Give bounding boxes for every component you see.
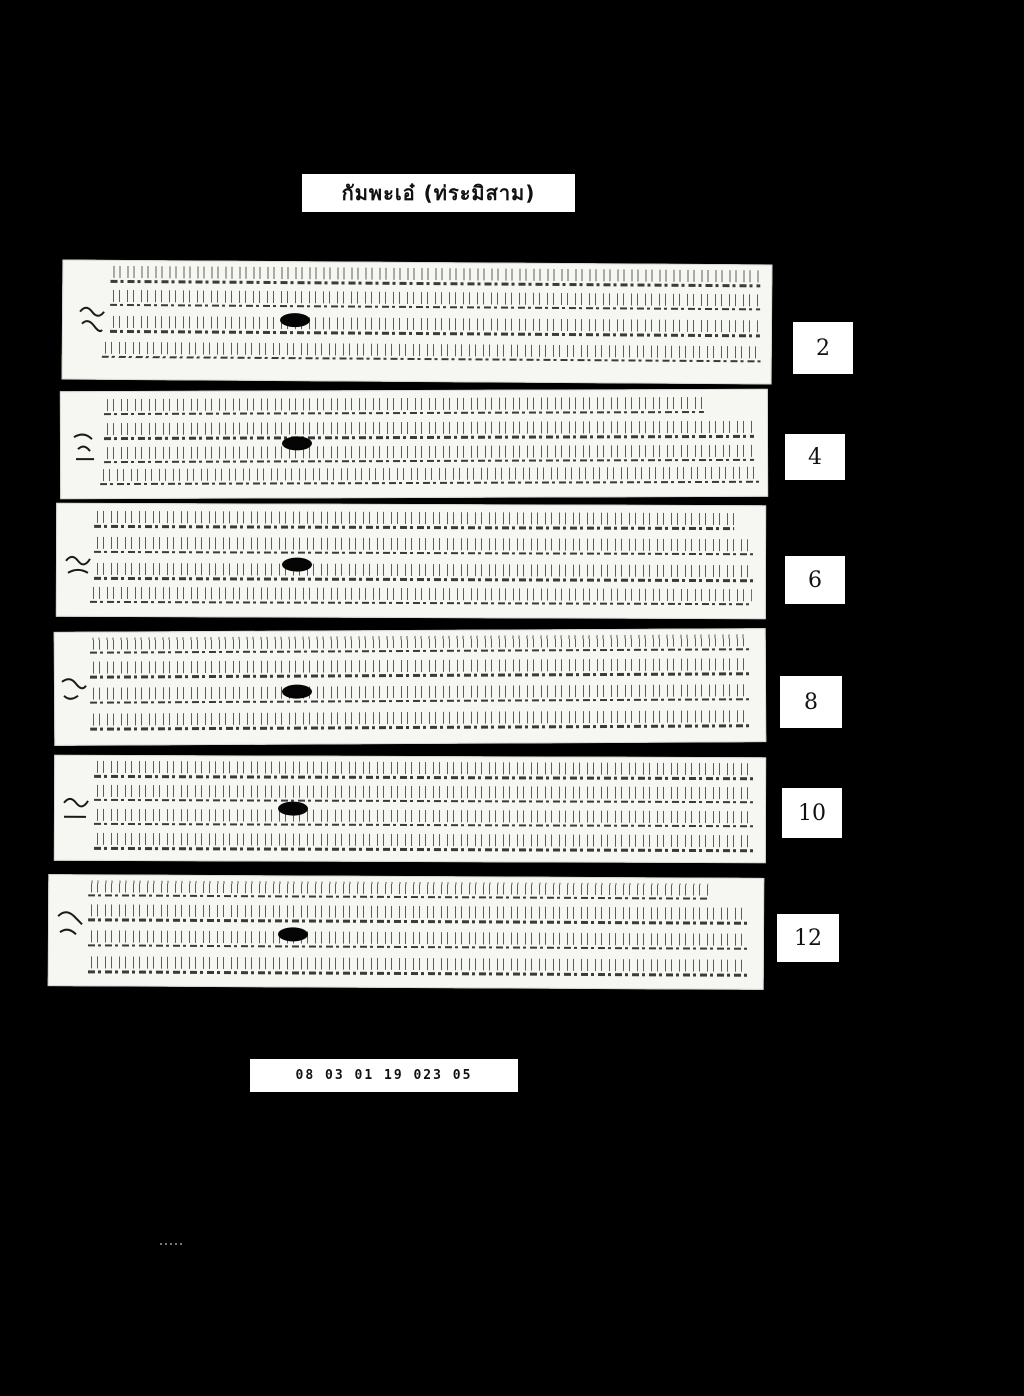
leaf-script-5 <box>54 755 766 863</box>
folio-mark-3 <box>62 547 92 583</box>
binding-hole <box>281 557 313 572</box>
folio-mark-5 <box>60 791 90 827</box>
binding-hole <box>279 313 311 328</box>
page-number-label-6: 12 <box>777 914 839 962</box>
page-number-label-1: 2 <box>793 322 853 374</box>
page-number: 2 <box>816 335 830 361</box>
leaf-script-2 <box>60 389 768 499</box>
folio-mark-2 <box>70 429 100 465</box>
catalog-number: 08 03 01 19 023 05 <box>295 1068 473 1083</box>
page-number: 8 <box>804 689 818 715</box>
palm-leaf-1 <box>61 259 773 385</box>
leaf-script-4 <box>54 628 767 746</box>
palm-leaf-2 <box>59 388 769 500</box>
page-number-label-5: 10 <box>782 788 842 838</box>
page-number: 10 <box>798 800 826 826</box>
page-number: 4 <box>808 444 822 470</box>
binding-hole <box>281 436 313 451</box>
leaf-script-6 <box>48 874 765 990</box>
leaf-script-1 <box>62 260 773 385</box>
catalog-number-label: 08 03 01 19 023 05 <box>250 1059 518 1092</box>
folio-mark-6 <box>54 906 84 942</box>
page-number: 12 <box>794 925 822 951</box>
folio-mark-4 <box>58 672 88 708</box>
folio-mark-1 <box>76 302 106 338</box>
page-number-label-3: 6 <box>785 556 845 604</box>
binding-hole <box>277 927 309 942</box>
binding-hole <box>281 684 313 699</box>
palm-leaf-3 <box>55 502 767 620</box>
binding-hole <box>277 801 309 816</box>
scan-speck <box>160 1243 184 1245</box>
manuscript-title: กัมพะเอ๋ (ท่ระมิสาม) <box>341 181 536 205</box>
palm-leaf-5 <box>53 754 767 864</box>
page-number-label-4: 8 <box>780 676 842 728</box>
manuscript-title-label: กัมพะเอ๋ (ท่ระมิสาม) <box>302 174 575 212</box>
palm-leaf-6 <box>47 874 765 990</box>
page-number: 6 <box>808 567 822 593</box>
leaf-script-3 <box>56 503 766 619</box>
page-number-label-2: 4 <box>785 434 845 480</box>
palm-leaf-4 <box>53 628 767 746</box>
